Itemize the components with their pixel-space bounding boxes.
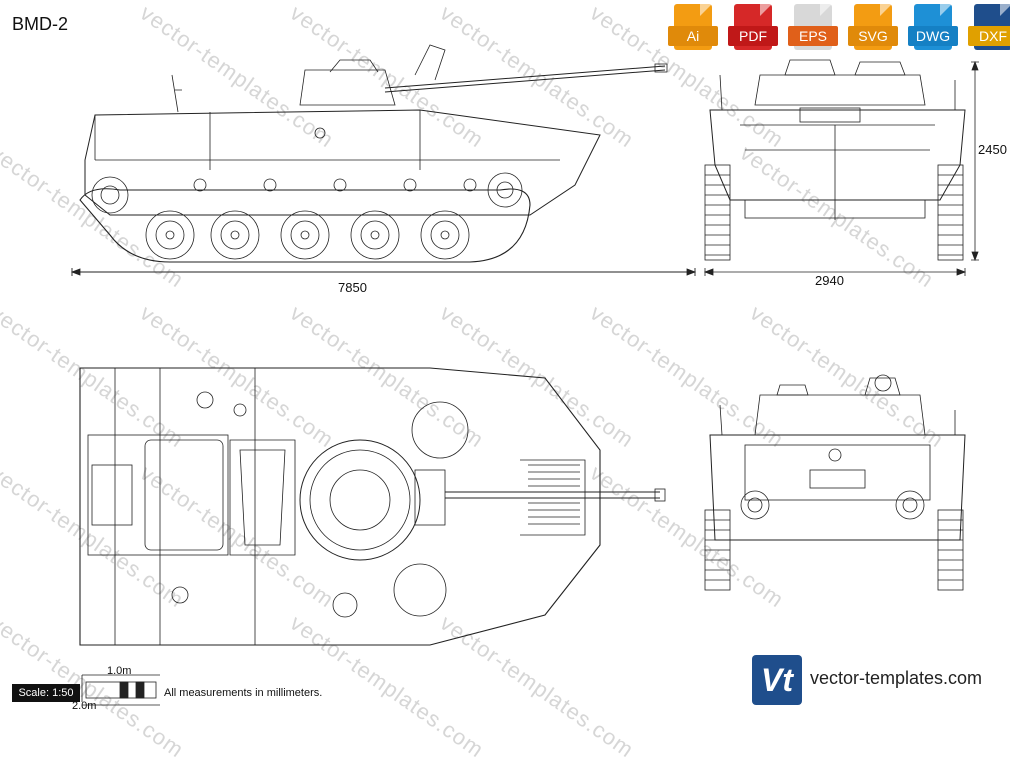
- brand-logo-icon[interactable]: Vt: [752, 655, 802, 705]
- blueprint-drawing: [70, 44, 979, 706]
- ai-file-icon[interactable]: Ai: [668, 4, 718, 54]
- length-dimension: 7850: [338, 280, 367, 295]
- height-dimension: 2450: [978, 142, 1007, 157]
- measurement-note: All measurements in millimeters.: [164, 687, 323, 699]
- scale-two-meter: 2.0m: [72, 700, 97, 712]
- dwg-file-icon[interactable]: DWG: [908, 4, 958, 54]
- side-view: [70, 44, 697, 276]
- front-view: [703, 59, 979, 276]
- brand-site-link[interactable]: vector-templates.com: [810, 668, 983, 688]
- width-dimension: 2940: [815, 273, 844, 288]
- eps-file-icon[interactable]: EPS: [788, 4, 838, 54]
- rear-view: [704, 374, 966, 591]
- format-icons: Ai PDF EPS SVG DWG DXF: [668, 4, 1010, 54]
- page-title: BMD-2: [12, 14, 69, 34]
- svg-file-icon[interactable]: SVG: [848, 4, 898, 54]
- scale-one-meter: 1.0m: [107, 665, 132, 677]
- pdf-file-icon[interactable]: PDF: [728, 4, 778, 54]
- top-view: [79, 367, 666, 646]
- dxf-file-icon[interactable]: DXF: [968, 4, 1010, 54]
- scale-label: Scale: 1:50: [12, 684, 80, 702]
- scale-bar: [81, 674, 160, 706]
